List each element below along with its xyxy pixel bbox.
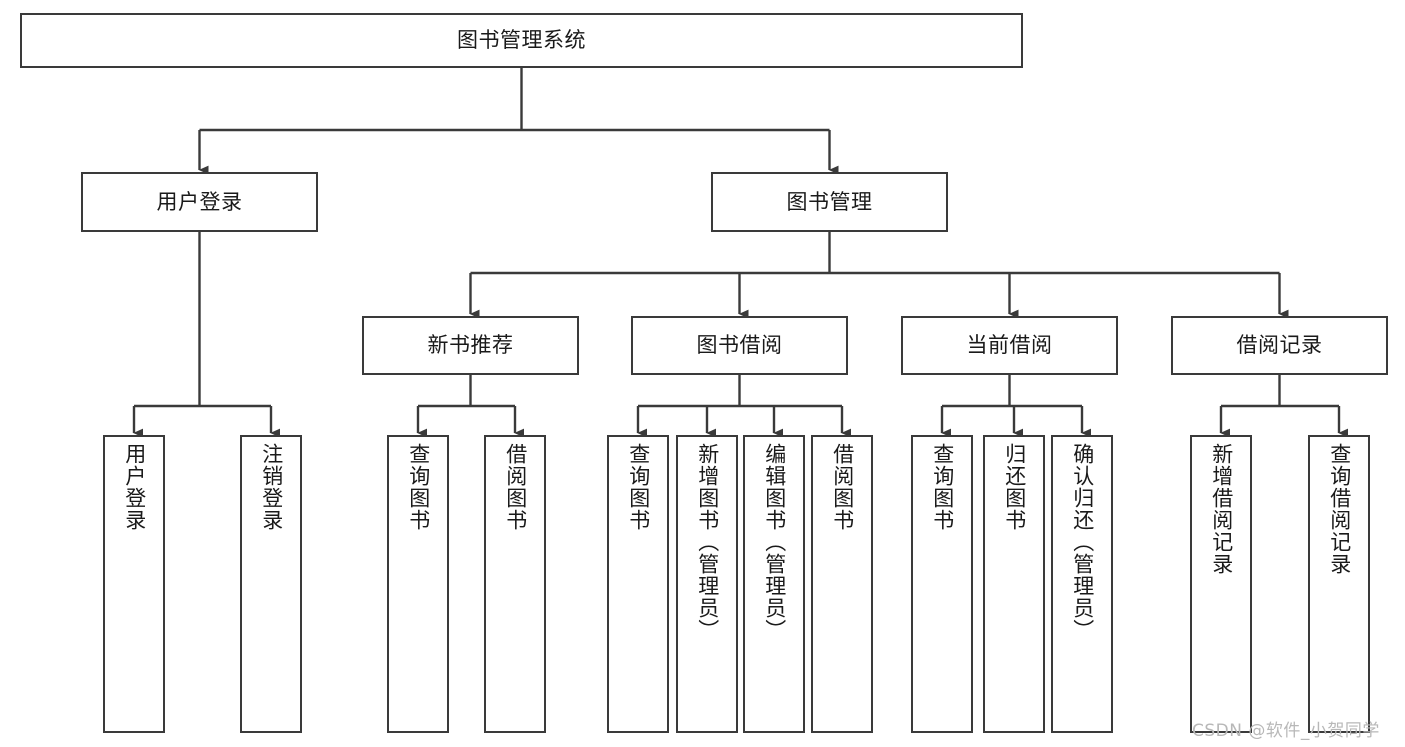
leaf-node-label: 查询图书: [930, 443, 955, 531]
node-new-book-rec-label: 新书推荐: [427, 333, 514, 358]
leaf-node-label: 归还图书: [1002, 443, 1027, 531]
node-book-borrow-label: 图书借阅: [696, 333, 783, 358]
node-user-login[interactable]: 用户登录: [81, 172, 318, 232]
leaf-node-label: 注销登录: [259, 443, 284, 531]
node-root-label: 图书管理系统: [457, 28, 586, 53]
leaf-node[interactable]: 注销登录: [240, 435, 302, 733]
leaf-node-label: 新增图书（管理员）: [695, 443, 720, 641]
csdn-watermark: CSDN @软件_小贺同学: [1192, 721, 1380, 741]
leaf-node[interactable]: 归还图书: [983, 435, 1045, 733]
node-book-borrow[interactable]: 图书借阅: [631, 316, 848, 375]
leaf-node-label: 借阅图书: [830, 443, 855, 531]
node-current-borrow-label: 当前借阅: [966, 333, 1053, 358]
leaf-node-label: 查询图书: [626, 443, 651, 531]
leaf-node-label: 借阅图书: [503, 443, 528, 531]
node-borrow-record[interactable]: 借阅记录: [1171, 316, 1388, 375]
leaf-node[interactable]: 用户登录: [103, 435, 165, 733]
leaf-node-label: 新增借阅记录: [1209, 443, 1234, 575]
node-user-login-label: 用户登录: [156, 189, 243, 214]
node-root[interactable]: 图书管理系统: [20, 13, 1023, 68]
leaf-node[interactable]: 新增图书（管理员）: [676, 435, 738, 733]
node-borrow-record-label: 借阅记录: [1236, 333, 1323, 358]
leaf-node[interactable]: 编辑图书（管理员）: [743, 435, 805, 733]
leaf-node[interactable]: 确认归还（管理员）: [1051, 435, 1113, 733]
node-current-borrow[interactable]: 当前借阅: [901, 316, 1118, 375]
leaf-node[interactable]: 借阅图书: [811, 435, 873, 733]
leaf-node[interactable]: 查询图书: [387, 435, 449, 733]
leaf-node[interactable]: 查询借阅记录: [1308, 435, 1370, 733]
leaf-node[interactable]: 查询图书: [911, 435, 973, 733]
node-new-book-rec[interactable]: 新书推荐: [362, 316, 579, 375]
leaf-node[interactable]: 新增借阅记录: [1190, 435, 1252, 733]
node-book-manage[interactable]: 图书管理: [711, 172, 948, 232]
leaf-node[interactable]: 借阅图书: [484, 435, 546, 733]
leaf-node-label: 用户登录: [122, 443, 147, 531]
leaf-node[interactable]: 查询图书: [607, 435, 669, 733]
leaf-node-label: 编辑图书（管理员）: [762, 443, 787, 641]
leaf-node-label: 查询图书: [406, 443, 431, 531]
node-book-manage-label: 图书管理: [786, 189, 873, 214]
leaf-node-label: 查询借阅记录: [1327, 443, 1352, 575]
leaf-node-label: 确认归还（管理员）: [1070, 443, 1095, 641]
